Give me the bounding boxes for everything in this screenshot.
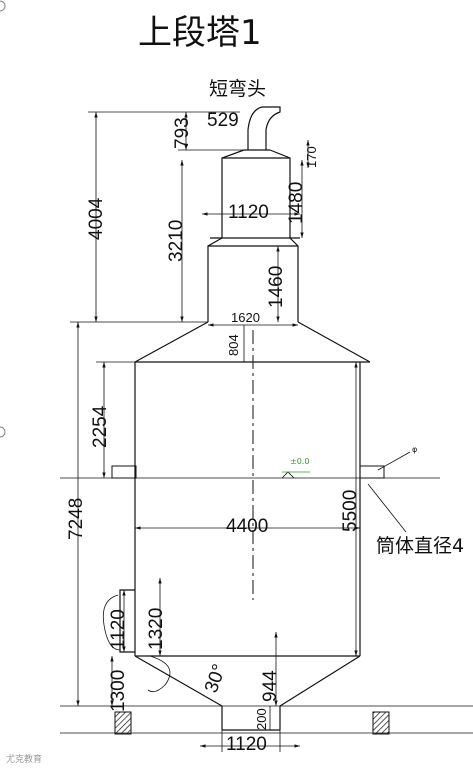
drawing-title: 上段塔1 [138, 13, 262, 53]
dim-944: 944 [260, 670, 281, 702]
dim-1300: 1300 [108, 670, 129, 712]
support-lug-right [359, 465, 385, 479]
elbow-label: 短弯头 [209, 78, 266, 100]
dim-1120-side: 1120 [108, 609, 129, 650]
dim-1320: 1320 [146, 608, 167, 650]
bottom-outlet [221, 706, 281, 731]
side-inlet-nozzle [119, 589, 135, 653]
footing-right [372, 711, 390, 735]
level-marker [281, 471, 295, 479]
dim-2254: 2254 [90, 405, 111, 448]
inlet-arc [102, 594, 121, 651]
dim-4004: 4004 [86, 197, 107, 240]
dim-1120-bottom: 1120 [226, 734, 267, 755]
short-elbow [244, 106, 281, 151]
top-cone [134, 321, 371, 363]
dim-793: 793 [172, 117, 193, 149]
dim-4400: 4400 [226, 516, 268, 537]
watermark: 尤克教育 [6, 753, 42, 765]
shell-diameter-label: 筒体直径4 [376, 535, 464, 557]
dim-7248: 7248 [66, 498, 87, 540]
footing-left [114, 711, 132, 735]
level-mark-text: ±0.0 [290, 457, 309, 466]
dim-1480: 1480 [286, 182, 307, 224]
dim-1120-top: 1120 [228, 202, 269, 223]
angle-arc [147, 655, 171, 693]
nozzle-note: φ [412, 445, 417, 454]
dim-170: 170 [304, 146, 319, 168]
dim-1460: 1460 [266, 266, 287, 308]
top-reducer [221, 149, 291, 238]
dim-3210: 3210 [166, 220, 187, 262]
edge-marker-top [0, 0, 6, 12]
support-lug-left [111, 465, 137, 479]
bottom-cone [134, 655, 361, 707]
dim-5500: 5500 [340, 490, 361, 532]
shell-diameter-leader [367, 483, 407, 533]
nozzle-note-leader [377, 451, 411, 471]
dim-1620: 1620 [231, 310, 260, 325]
main-shell [134, 362, 361, 656]
dim-30deg: 30° [201, 662, 231, 696]
edge-marker-mid [0, 426, 6, 438]
dim-200: 200 [254, 708, 269, 730]
dim-529: 529 [207, 110, 239, 131]
dim-804: 804 [226, 334, 241, 356]
